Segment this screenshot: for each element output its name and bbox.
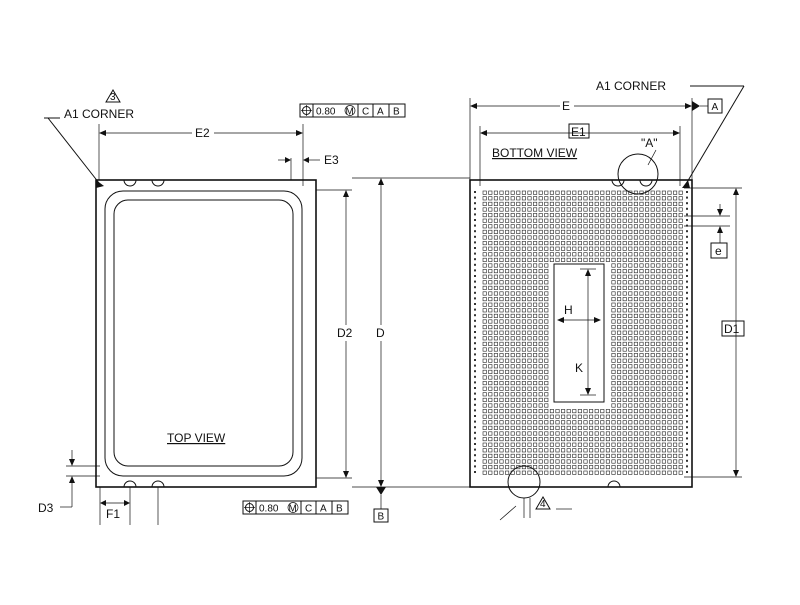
fcf-bottom: 0.80 M C A B <box>242 500 349 515</box>
e-label: E <box>562 99 570 113</box>
fcf-bottom-tol: 0.80 <box>259 504 279 515</box>
fcf-top-mod: M <box>346 107 354 118</box>
datum-a-label: A <box>712 102 719 113</box>
detail-a-label: "A" <box>641 136 658 150</box>
fcf-bottom-mod: M <box>289 504 297 515</box>
note-4-label: 4 <box>540 499 546 510</box>
detail-a-leader <box>647 149 657 166</box>
e1-box <box>568 123 590 139</box>
d1-box <box>721 320 745 337</box>
top-lid-inner <box>113 199 294 467</box>
datum-b-label: B <box>378 512 385 523</box>
note-3-label: 3 <box>110 92 116 103</box>
top-notch-2 <box>151 179 165 187</box>
d2-label: D2 <box>337 326 353 340</box>
datum-a-box <box>707 98 723 114</box>
bottom-substrate-outline <box>469 179 693 488</box>
fcf-top-datum-c: C <box>362 107 369 118</box>
e2-label: E2 <box>195 126 210 140</box>
fcf-top-datum-b: B <box>393 107 400 118</box>
top-notch-1 <box>123 179 137 187</box>
top-view-group: 3 A1 CORNER TOP VIEW E2 <box>38 89 406 525</box>
bottom-notch-1 <box>123 480 137 488</box>
e1-label: E1 <box>571 125 586 139</box>
fcf-bottom-datum-c: C <box>305 504 312 515</box>
d-dimension-group: D B <box>352 177 470 523</box>
pitch-e-label: e <box>715 244 722 258</box>
detail-a-circle <box>617 153 659 195</box>
bottom-view-notch-1 <box>611 179 625 187</box>
fcf-top-datum-a: A <box>377 107 384 118</box>
land-grid-array <box>474 190 688 475</box>
k-label: K <box>575 361 583 375</box>
datum-b-triangle <box>376 487 386 495</box>
top-view-label: TOP VIEW <box>167 431 226 445</box>
h-label: H <box>564 303 573 317</box>
bottom-view-group: E A A1 CORNER E1 BOTTOM VIEW "A" <box>469 79 745 521</box>
top-lid-outer <box>104 190 303 477</box>
fcf-top-frame <box>299 103 406 118</box>
d3-label: D3 <box>38 501 54 515</box>
bottom-a1-leader <box>685 85 745 185</box>
bottom-a1-corner-label: A1 CORNER <box>596 79 666 93</box>
top-a1-leader <box>47 117 100 184</box>
top-a1-corner-label: A1 CORNER <box>64 107 134 121</box>
top-substrate-outline <box>95 179 317 488</box>
fcf-bottom-datum-a: A <box>320 504 327 515</box>
d1-label: D1 <box>724 322 740 336</box>
e3-label: E3 <box>324 153 339 167</box>
f1-label: F1 <box>106 507 120 521</box>
datum-a-triangle <box>692 101 700 111</box>
bottom-a1-marker <box>682 180 690 188</box>
bottom-notch-2 <box>151 480 165 488</box>
pitch-e-box <box>710 242 728 259</box>
bottom-view-label: BOTTOM VIEW <box>492 146 578 160</box>
e2-label-bg <box>192 125 214 139</box>
note-3-triangle <box>105 89 121 103</box>
fcf-bottom-datum-b: B <box>336 504 343 515</box>
bottom-view-notch-2 <box>639 179 653 187</box>
e2-arrow-right <box>296 130 303 136</box>
d-label: D <box>376 326 385 340</box>
e2-arrow-left <box>99 130 106 136</box>
datum-b-box <box>373 508 389 523</box>
fcf-bottom-frame <box>242 500 349 515</box>
center-keepout <box>553 263 605 403</box>
note-4-triangle <box>535 496 551 510</box>
fcf-top: 0.80 M C A B <box>299 103 406 118</box>
top-a1-marker <box>96 180 104 188</box>
bottom-view-notch-3 <box>607 480 621 488</box>
fcf-top-tol: 0.80 <box>316 107 336 118</box>
